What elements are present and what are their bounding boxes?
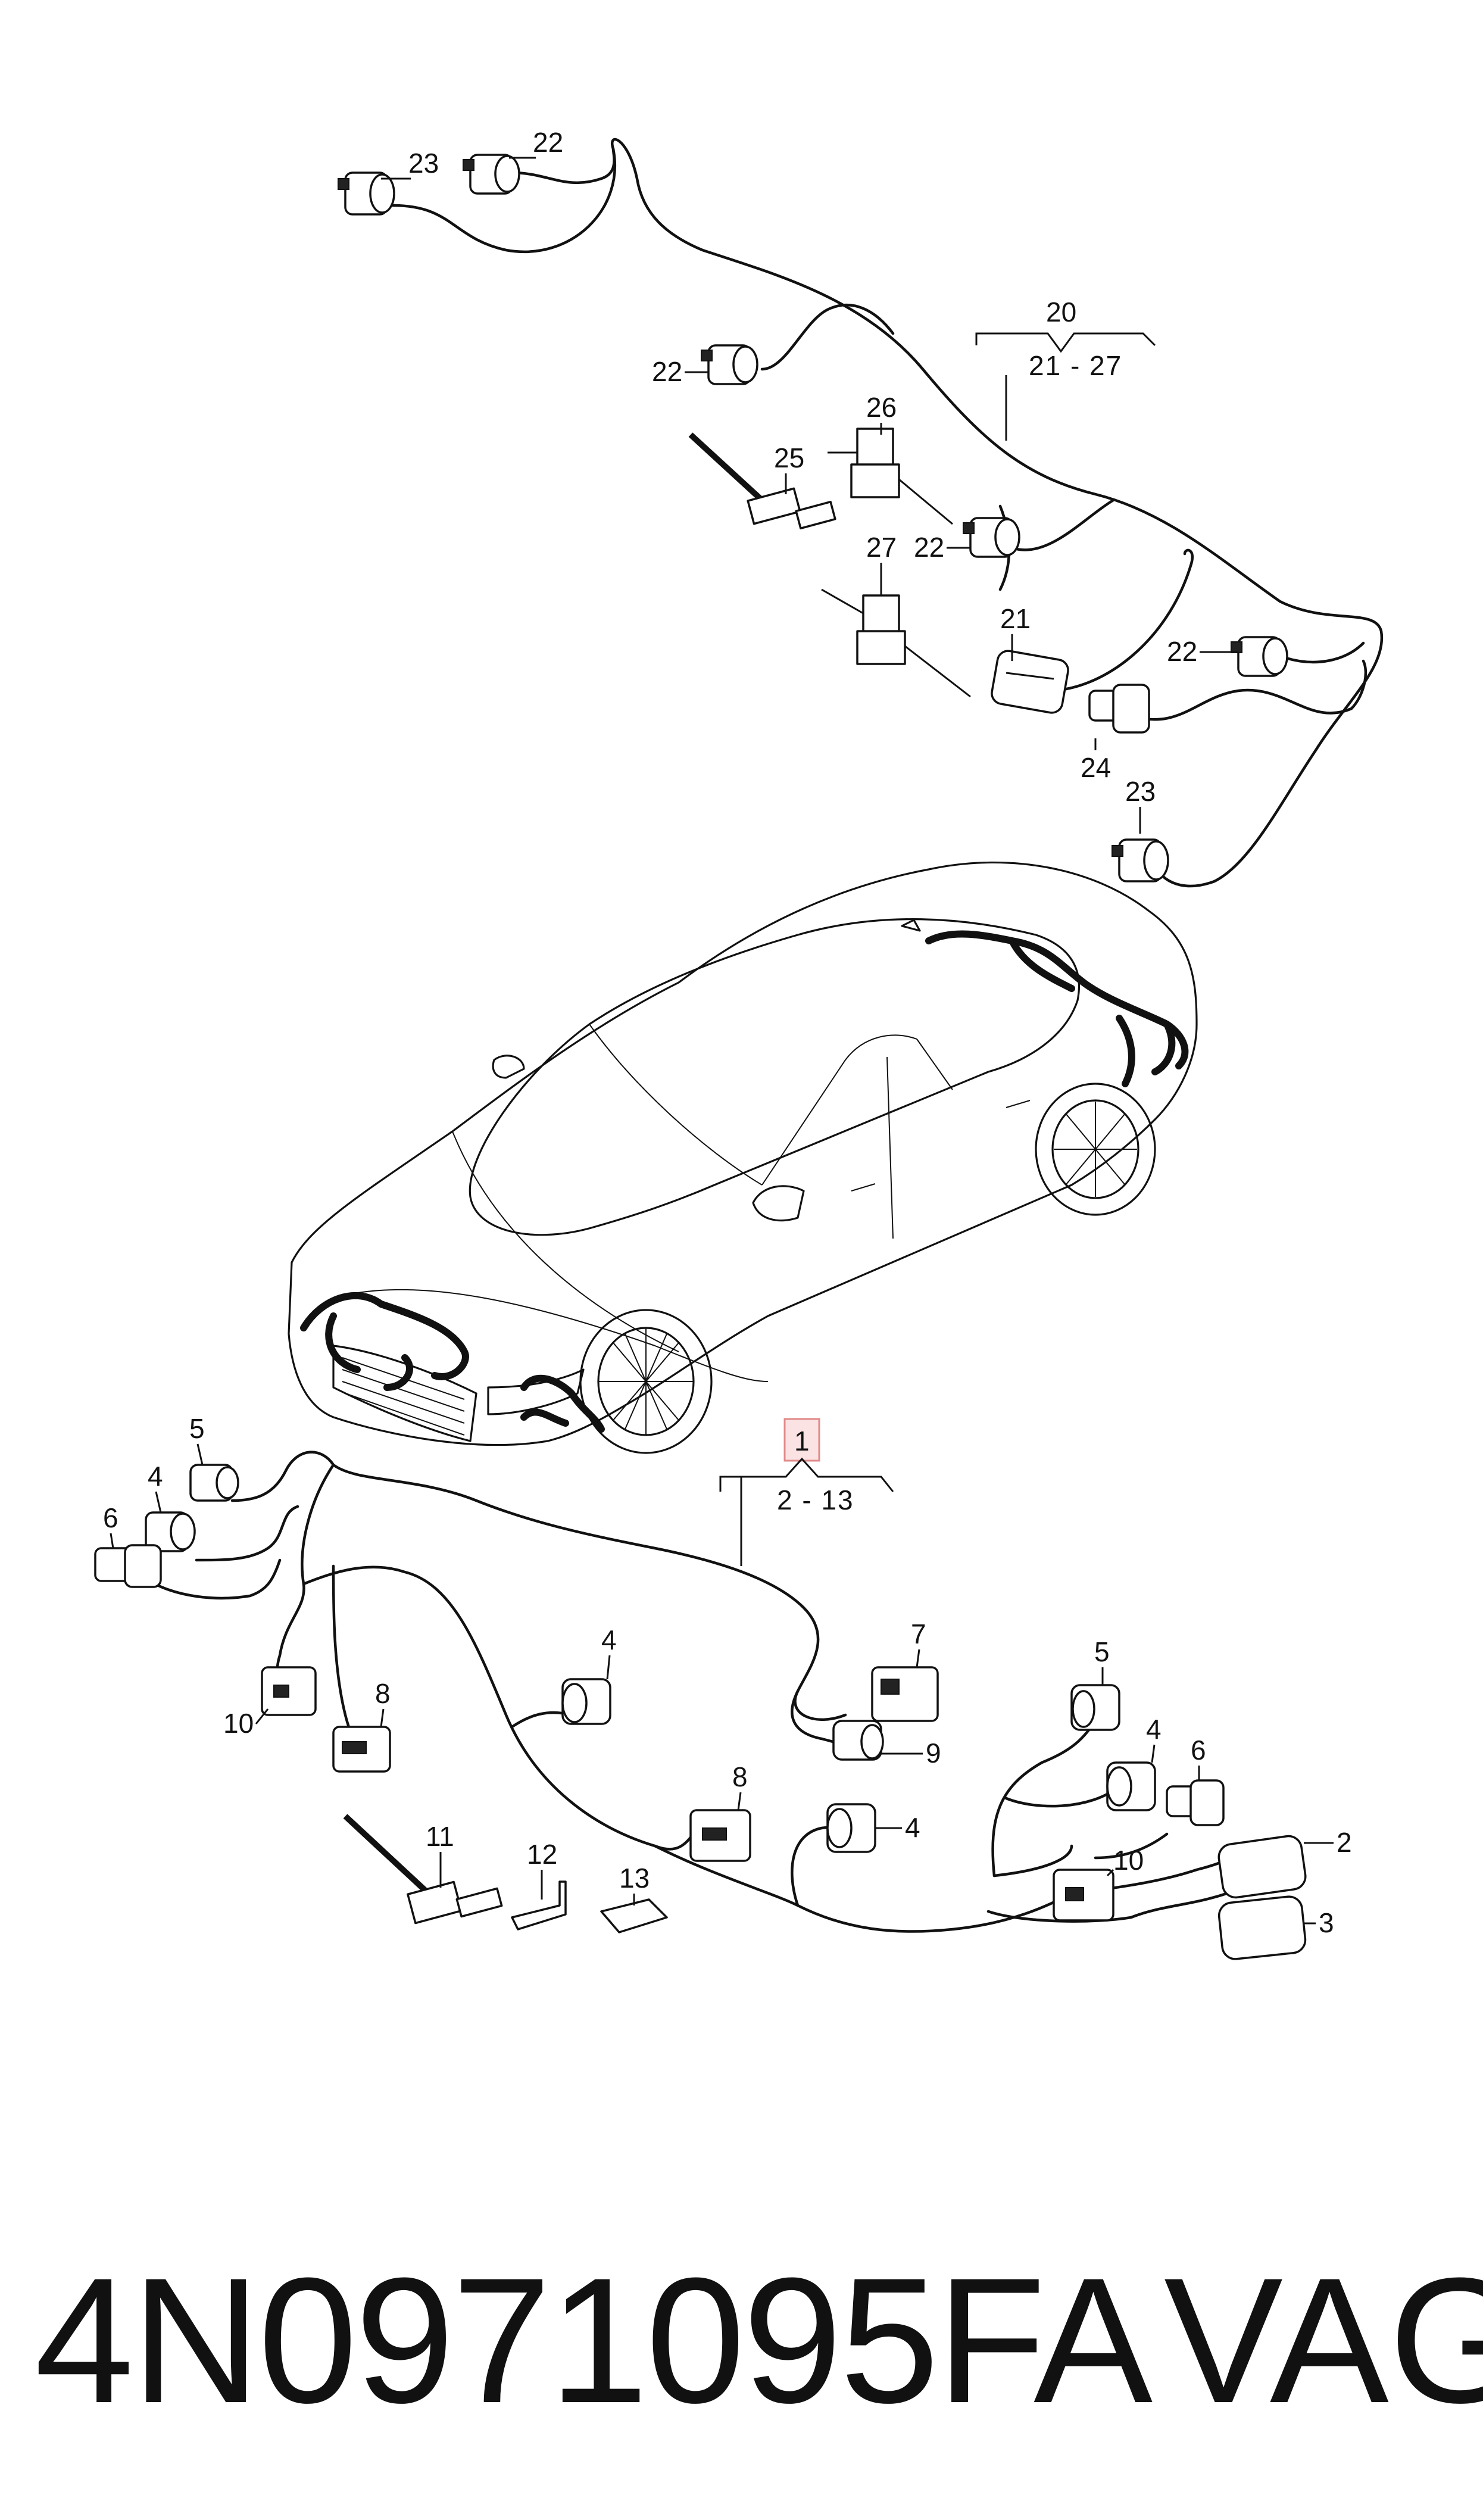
callout-22-far-right: 22 bbox=[1167, 636, 1197, 667]
callout-4-left: 4 bbox=[148, 1461, 163, 1492]
callout-3: 3 bbox=[1319, 1907, 1334, 1938]
front-harness-wires bbox=[153, 1451, 1246, 1933]
rear-wheel bbox=[1035, 1083, 1156, 1216]
connector-9 bbox=[832, 1720, 884, 1761]
callout-26: 26 bbox=[866, 392, 897, 423]
connector-22-far-right bbox=[1231, 636, 1288, 677]
callout-27: 27 bbox=[866, 532, 897, 563]
connector-3 bbox=[1217, 1895, 1307, 1960]
connector-22-right bbox=[963, 517, 1020, 558]
rear-group-range: 21 - 27 bbox=[1029, 350, 1122, 381]
connector-22-top bbox=[463, 154, 520, 195]
connector-7 bbox=[871, 1666, 939, 1722]
connector-5-left bbox=[189, 1464, 239, 1502]
connector-8-left bbox=[332, 1726, 391, 1773]
callout-2: 2 bbox=[1337, 1827, 1352, 1858]
callout-12: 12 bbox=[527, 1839, 557, 1870]
callout-8-center: 8 bbox=[732, 1761, 748, 1792]
rear-callouts: 23 22 20 21 - 27 22 26 25 22 27 21 22 24… bbox=[381, 127, 1238, 834]
front-group-highlight bbox=[783, 1418, 820, 1462]
callout-5-right: 5 bbox=[1094, 1636, 1110, 1667]
callout-22-top: 22 bbox=[533, 127, 563, 158]
front-group-range: 2 - 13 bbox=[777, 1484, 854, 1515]
callout-11: 11 bbox=[426, 1821, 454, 1852]
bracket-13 bbox=[600, 1898, 668, 1933]
connector-2 bbox=[1217, 1835, 1307, 1899]
car-illustration bbox=[288, 861, 1198, 1454]
callout-22-mid: 22 bbox=[652, 356, 682, 387]
clip-27 bbox=[821, 588, 971, 698]
rear-group-number: 20 bbox=[1046, 297, 1076, 328]
callout-4-right: 4 bbox=[1146, 1714, 1162, 1745]
connector-10-right bbox=[1053, 1869, 1114, 1922]
bracket-12 bbox=[511, 1880, 567, 1930]
rear-connectors bbox=[338, 154, 1288, 882]
cable-tie-25 bbox=[688, 432, 836, 530]
brand-label: VAG bbox=[1164, 2240, 1483, 2440]
connector-6-left bbox=[94, 1544, 162, 1588]
connector-10-left bbox=[261, 1666, 317, 1716]
callout-6-right: 6 bbox=[1191, 1735, 1206, 1766]
rear-harness-wires bbox=[391, 138, 1384, 888]
connector-23-lower bbox=[1112, 838, 1169, 882]
callout-25: 25 bbox=[774, 442, 804, 473]
callout-23-lower: 23 bbox=[1125, 776, 1156, 807]
front-group-number: 1 bbox=[794, 1426, 810, 1457]
callout-6-left: 6 bbox=[103, 1502, 118, 1533]
callout-13: 13 bbox=[619, 1863, 650, 1894]
connector-6-right bbox=[1166, 1779, 1225, 1826]
callout-24: 24 bbox=[1081, 752, 1111, 783]
callout-21: 21 bbox=[1000, 603, 1031, 634]
connector-21 bbox=[991, 650, 1069, 714]
clip-26 bbox=[828, 428, 953, 525]
callout-10-left: 10 bbox=[223, 1708, 254, 1739]
callout-7: 7 bbox=[911, 1618, 926, 1649]
callout-4-center: 4 bbox=[601, 1624, 617, 1655]
connector-4-left bbox=[145, 1511, 196, 1552]
connector-5-right bbox=[1070, 1684, 1120, 1731]
connector-8-center bbox=[689, 1809, 751, 1862]
callout-9: 9 bbox=[926, 1738, 941, 1769]
connector-24 bbox=[1088, 684, 1150, 734]
callout-10-right: 10 bbox=[1113, 1845, 1144, 1876]
connector-4-center-right bbox=[826, 1803, 876, 1853]
callout-23-top: 23 bbox=[408, 148, 439, 179]
connector-22-mid bbox=[701, 344, 758, 385]
connector-4-center bbox=[561, 1678, 611, 1725]
callout-22-right: 22 bbox=[914, 532, 944, 563]
callout-4-center-right: 4 bbox=[905, 1812, 920, 1843]
front-callouts: 5 4 6 10 8 4 7 9 8 4 11 12 13 5 4 6 2 10 bbox=[103, 1413, 1352, 1938]
part-number: 4N0971095FA bbox=[35, 2240, 1153, 2440]
cable-tie-11 bbox=[343, 1814, 503, 1925]
callout-5-left: 5 bbox=[189, 1413, 205, 1444]
connector-23-top bbox=[338, 171, 395, 216]
front-wheel bbox=[579, 1309, 713, 1454]
connector-4-right bbox=[1106, 1761, 1156, 1811]
callout-8-left: 8 bbox=[375, 1678, 391, 1709]
front-group: 1 2 - 13 bbox=[719, 1418, 894, 1566]
front-connectors bbox=[94, 1464, 1307, 1960]
